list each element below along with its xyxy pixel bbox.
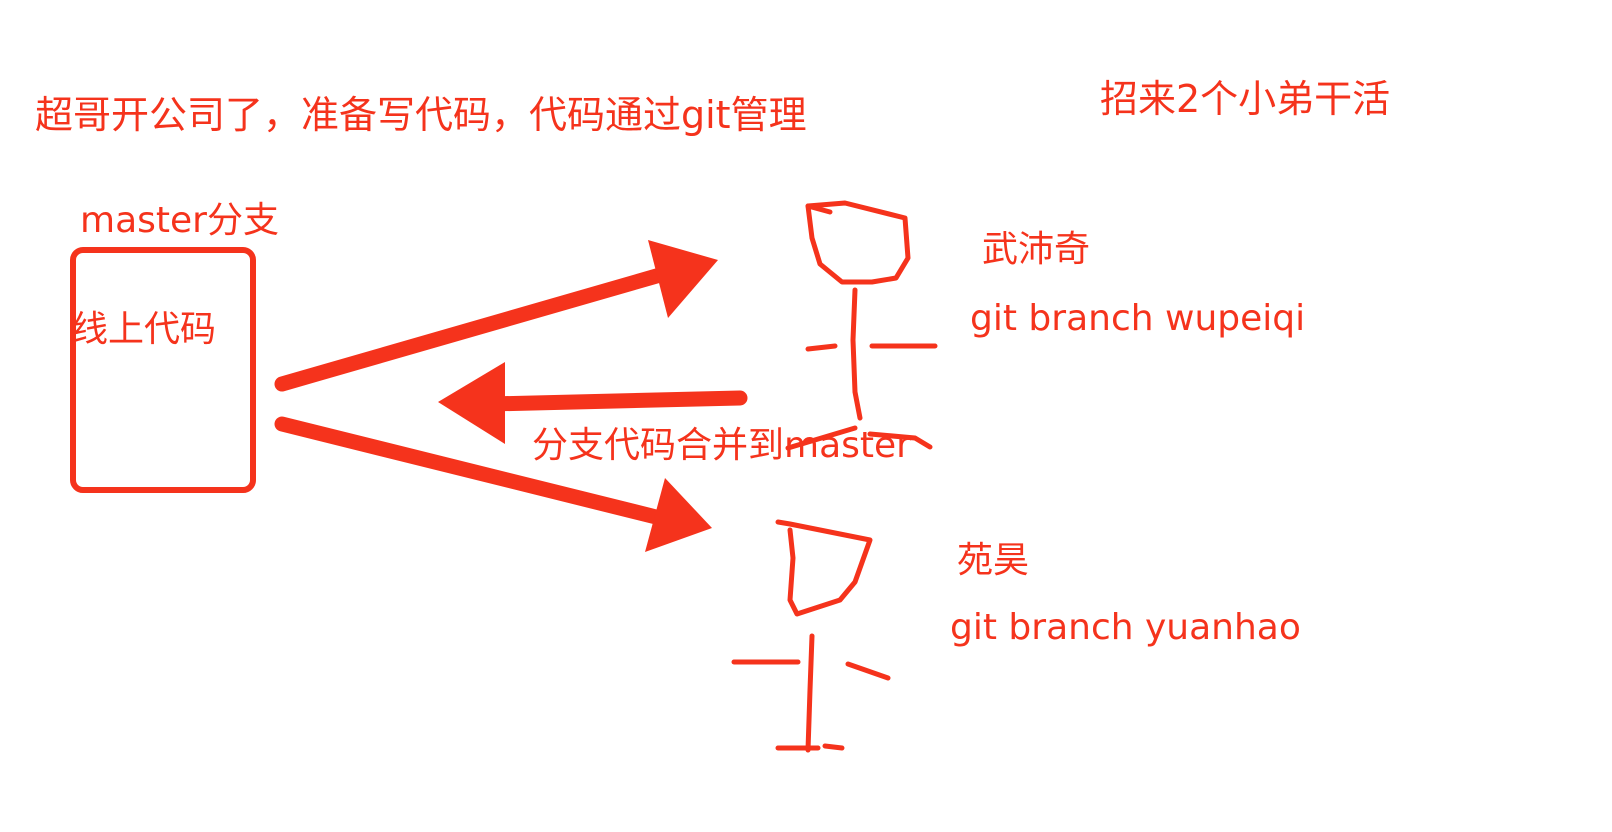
master-branch-label: master分支 xyxy=(80,200,279,241)
arrow-merge-back xyxy=(438,362,748,444)
stick-figure-2 xyxy=(731,519,891,753)
person2-name: 苑昊 xyxy=(957,540,1030,581)
online-code-label: 线上代码 xyxy=(72,309,217,350)
master-box xyxy=(70,247,256,493)
arrow-to-person1 xyxy=(274,240,718,392)
stick-figure-1 xyxy=(785,200,938,451)
hire-note: 招来2个小弟干活 xyxy=(1100,77,1391,121)
merge-note: 分支代码合并到master xyxy=(532,425,911,466)
title-text: 超哥开公司了，准备写代码，代码通过git管理 xyxy=(35,93,807,137)
person1-name: 武沛奇 xyxy=(982,229,1091,270)
arrow-to-person2 xyxy=(274,416,712,552)
person1-command: git branch wupeiqi xyxy=(970,298,1306,339)
person2-command: git branch yuanhao xyxy=(950,607,1301,648)
